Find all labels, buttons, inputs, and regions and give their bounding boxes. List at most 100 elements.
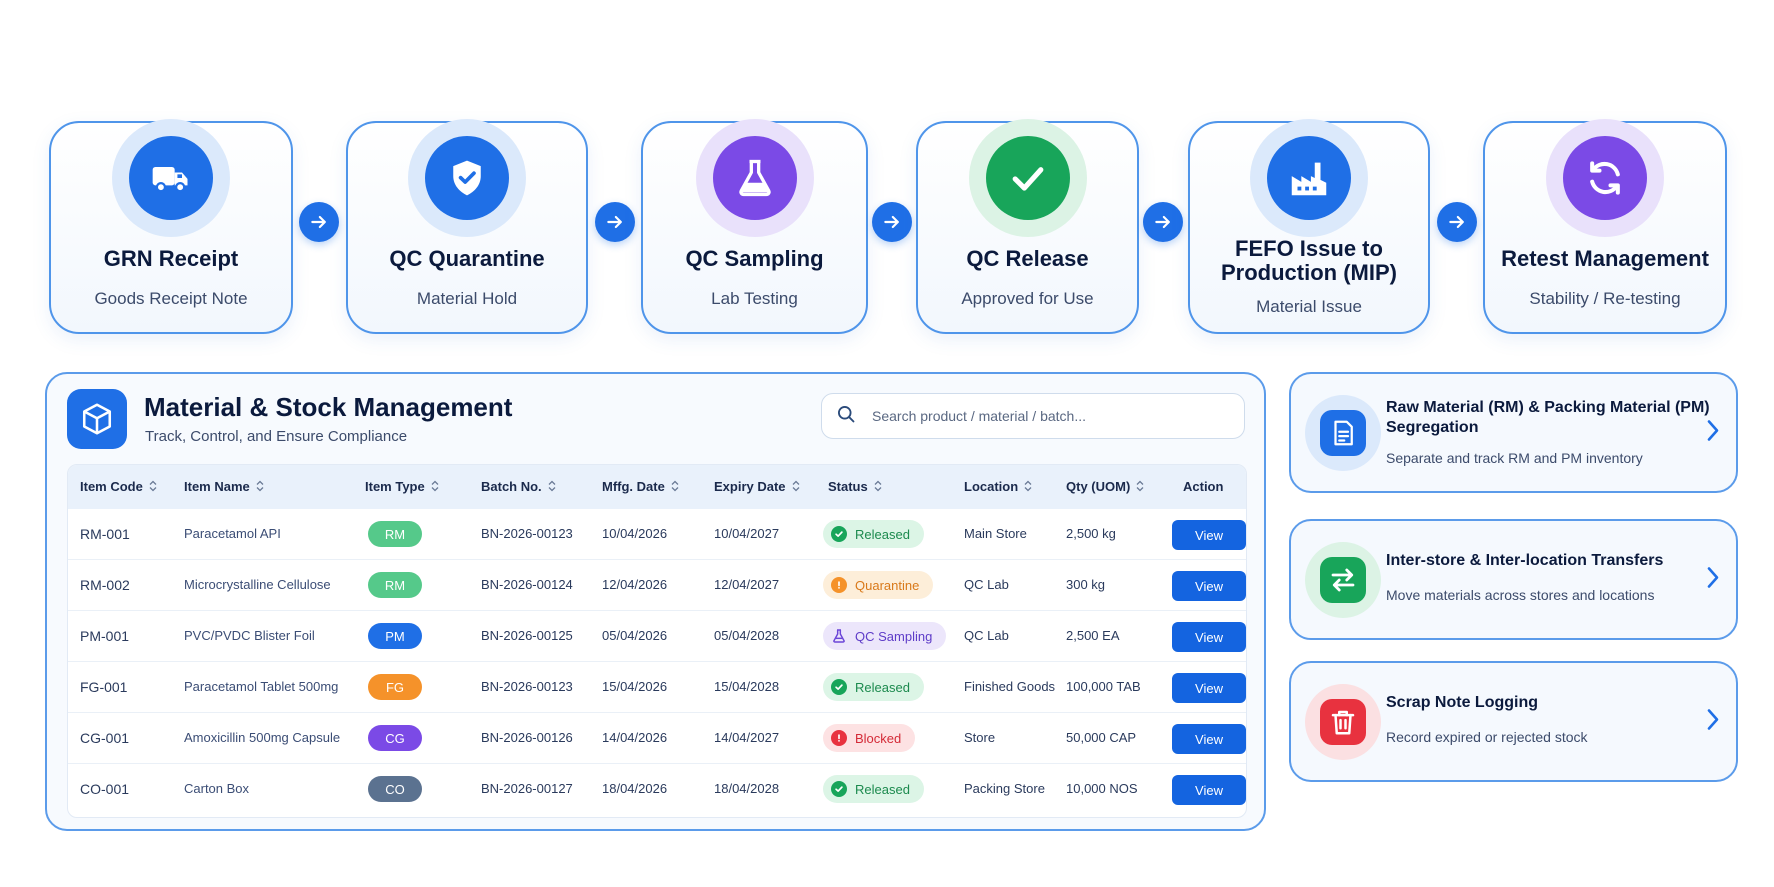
search-icon [836, 404, 856, 429]
column-label: Status [828, 479, 868, 494]
step-subtitle: Material Hold [416, 289, 518, 308]
col-item-code-header[interactable]: Item Code [80, 479, 157, 495]
item-code: CG-001 [80, 730, 130, 746]
col-expiry-date-header[interactable]: Expiry Date [714, 479, 800, 495]
col-item-name-header[interactable]: Item Name [184, 479, 264, 495]
sort-icon [874, 480, 882, 495]
step-icon-halo [968, 119, 1087, 237]
status-label: Released [855, 526, 910, 542]
column-label: Item Type [365, 479, 425, 494]
col-mfg-date-header[interactable]: Mffg. Date [602, 479, 679, 495]
location: QC Lab [964, 577, 1009, 592]
trash-icon [1320, 698, 1366, 745]
table-row: CO-001 Carton Box CO BN-2026-00127 18/04/202… [68, 764, 1246, 815]
search-placeholder: Search product / material / batch... [872, 408, 1086, 424]
mfg-date: 15/04/2026 [602, 679, 668, 694]
item-name: PVC/PVDC Blister Foil [184, 628, 315, 643]
alert-circle-icon [831, 730, 847, 746]
view-button[interactable]: View [1172, 724, 1246, 754]
panel-title: Material & Stock Management [144, 392, 513, 422]
card-title: Raw Material (RM) & Packing Material (PM… [1386, 399, 1710, 436]
expiry-date: 10/04/2027 [714, 526, 780, 541]
view-button[interactable]: View [1172, 520, 1246, 550]
cube-icon [67, 389, 127, 449]
card-rm-pm-segregation[interactable]: Raw Material (RM) & Packing Material (PM… [1289, 372, 1738, 493]
col-location-header[interactable]: Location [964, 479, 1032, 495]
search-input[interactable]: Search product / material / batch... [821, 393, 1245, 439]
item-type-badge: RM [368, 521, 422, 547]
step-title: GRN Receipt [103, 246, 239, 271]
col-action-header: Action [1183, 479, 1223, 494]
truck-icon [129, 136, 213, 220]
chevron-right-icon[interactable] [1706, 707, 1720, 736]
status-label: Released [855, 679, 910, 695]
sort-icon [431, 480, 439, 495]
card-title: Scrap Note Logging [1386, 694, 1538, 711]
col-qty-header[interactable]: Qty (UOM) [1066, 479, 1144, 495]
step-icon-halo [408, 119, 526, 237]
location: Packing Store [964, 781, 1045, 796]
view-button[interactable]: View [1172, 775, 1246, 805]
step-title: Retest Management [1501, 246, 1709, 271]
expiry-date: 18/04/2028 [714, 781, 780, 796]
step-subtitle: Material Issue [1256, 297, 1362, 316]
step-icon-halo [1546, 119, 1664, 237]
col-item-type-header[interactable]: Item Type [365, 479, 439, 495]
quantity: 300 kg [1066, 577, 1106, 592]
batch-no: BN-2026-00127 [481, 781, 573, 796]
refresh-icon [1563, 136, 1647, 220]
view-button[interactable]: View [1172, 571, 1246, 601]
item-name: Paracetamol Tablet 500mg [184, 679, 339, 694]
item-code: FG-001 [80, 679, 128, 695]
arrow-right-icon [1437, 202, 1477, 242]
col-batch-no-header[interactable]: Batch No. [481, 479, 556, 495]
view-button[interactable]: View [1172, 673, 1246, 703]
sort-icon [256, 480, 264, 495]
flow-step-5[interactable]: FEFO Issue to Production (MIP) Material I… [1188, 119, 1430, 334]
view-button[interactable]: View [1172, 622, 1246, 652]
expiry-date: 14/04/2027 [714, 730, 780, 745]
card-icon-ring [1305, 541, 1381, 618]
quantity: 2,500 kg [1066, 526, 1116, 541]
step-title: FEFO Issue to Production (MIP) [1221, 236, 1397, 285]
item-type-badge: CO [368, 776, 422, 802]
card-subtitle: Move materials across stores and locatio… [1386, 587, 1655, 603]
step-icon-halo [112, 119, 230, 237]
transfer-arrows-icon [1320, 556, 1366, 603]
sort-icon [548, 480, 556, 495]
location: Store [964, 730, 996, 745]
step-title: QC Sampling [685, 246, 824, 271]
quantity: 2,500 EA [1066, 628, 1120, 643]
chevron-right-icon[interactable] [1706, 418, 1720, 447]
warning-circle-icon [831, 577, 847, 593]
location: Main Store [964, 526, 1027, 541]
status-label: Released [855, 781, 910, 797]
card-title: Inter-store & Inter-location Transfers [1386, 552, 1664, 569]
col-status-header[interactable]: Status [828, 479, 882, 495]
item-code: CO-001 [80, 781, 130, 797]
item-code: PM-001 [80, 628, 130, 644]
status-badge: Blocked [823, 724, 916, 752]
chevron-right-icon[interactable] [1706, 565, 1720, 594]
status-label: QC Sampling [855, 628, 933, 644]
column-label: Qty (UOM) [1066, 479, 1131, 494]
item-type-badge: PM [368, 623, 422, 649]
sort-icon [792, 480, 800, 495]
card-icon-ring [1305, 394, 1381, 471]
status-badge: Released [823, 673, 924, 701]
sort-icon [1136, 480, 1144, 495]
flask-icon [831, 628, 847, 644]
arrow-right-icon [595, 202, 635, 242]
column-label: Mffg. Date [602, 479, 665, 494]
step-subtitle: Lab Testing [711, 289, 798, 308]
item-name: Carton Box [184, 781, 250, 796]
sort-icon [1024, 480, 1032, 495]
